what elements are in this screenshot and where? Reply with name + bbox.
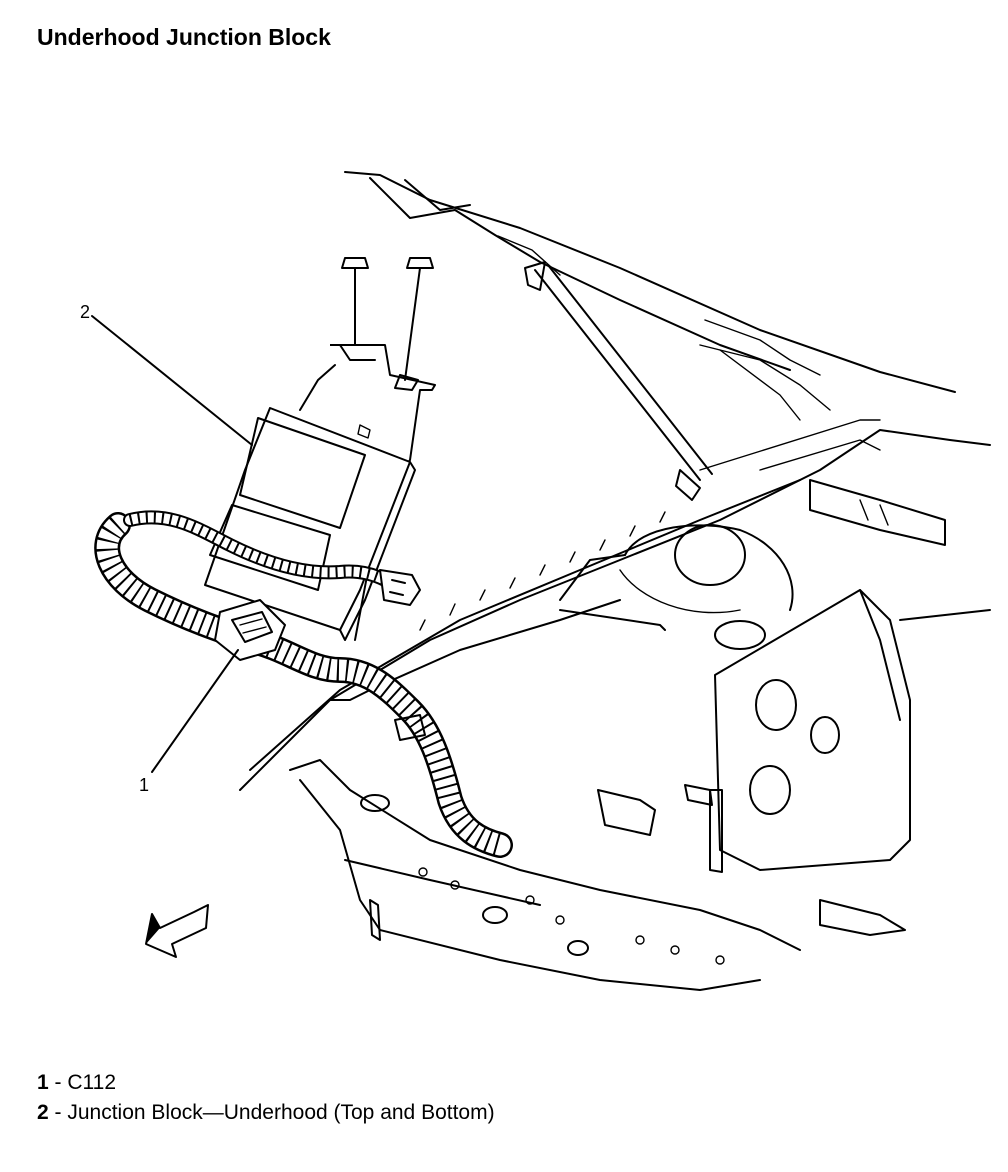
strut-tower <box>559 524 794 631</box>
leader-line-2 <box>91 315 253 446</box>
harness-clips <box>394 714 713 806</box>
legend-item: 1 - C112 <box>37 1068 495 1098</box>
hood-strut <box>524 261 713 501</box>
legend: 1 - C112 2 - Junction Block—Underhood (T… <box>37 1068 495 1128</box>
cowl-bracket <box>597 479 991 936</box>
front-direction-arrow-icon <box>145 904 209 958</box>
frame-rail <box>289 759 801 991</box>
coolant-reservoir <box>709 589 911 873</box>
hood <box>344 171 956 421</box>
legend-item: 2 - Junction Block—Underhood (Top and Bo… <box>37 1098 495 1128</box>
connector-c112 <box>214 599 286 661</box>
leader-line-1 <box>151 649 239 773</box>
diagram-title: Underhood Junction Block <box>37 24 331 50</box>
mounting-nuts <box>341 257 434 381</box>
legend-number: 1 <box>37 1071 49 1094</box>
callout-1: 1 <box>139 775 149 795</box>
legend-number: 2 <box>37 1101 49 1124</box>
legend-label: Junction Block—Underhood (Top and Bottom… <box>67 1101 495 1124</box>
legend-separator: - <box>48 1101 68 1124</box>
legend-separator: - <box>48 1071 68 1094</box>
wiring-harness <box>94 510 513 858</box>
callout-2: 2 <box>80 302 90 322</box>
legend-label: C112 <box>67 1071 117 1094</box>
